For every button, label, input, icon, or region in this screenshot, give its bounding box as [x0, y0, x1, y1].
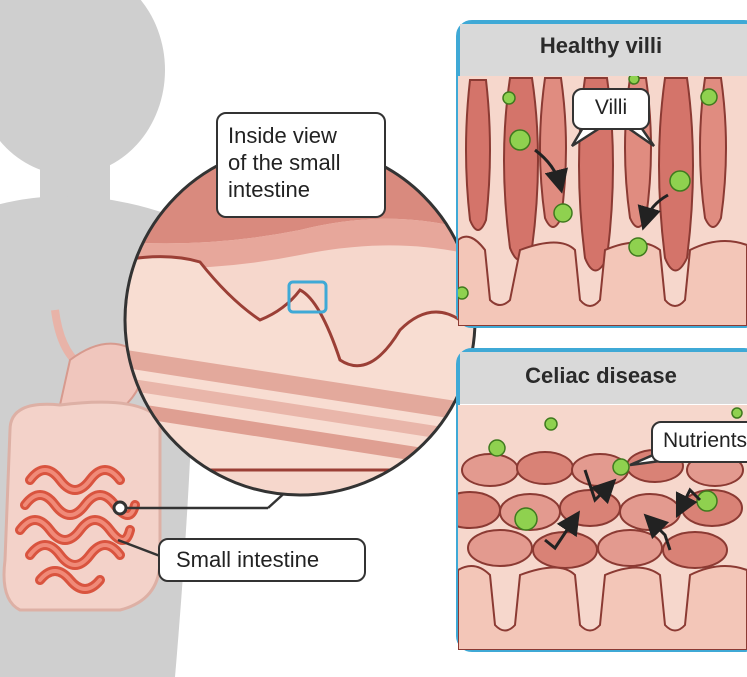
nutrient-dots	[458, 76, 718, 300]
celiac-disease-title: Celiac disease	[525, 363, 677, 388]
villi-label: Villi	[572, 88, 650, 130]
healthy-villi-panel	[456, 20, 747, 328]
celiac-disease-panel	[456, 348, 747, 652]
inside-view-line-2: of the small	[228, 150, 341, 175]
healthy-villi-title: Healthy villi	[539, 33, 663, 58]
flattened-villi	[458, 449, 744, 569]
inside-view-callout: Inside view of the small intestine	[216, 112, 386, 218]
inside-view-line-3: intestine	[228, 177, 310, 202]
nutrient-dots	[488, 407, 743, 531]
small-intestine-callout: Small intestine	[158, 538, 366, 582]
digestive-organs	[2, 309, 162, 612]
nutrients-label: Nutrients	[651, 421, 747, 463]
inside-view-line-1: Inside view	[228, 123, 337, 148]
